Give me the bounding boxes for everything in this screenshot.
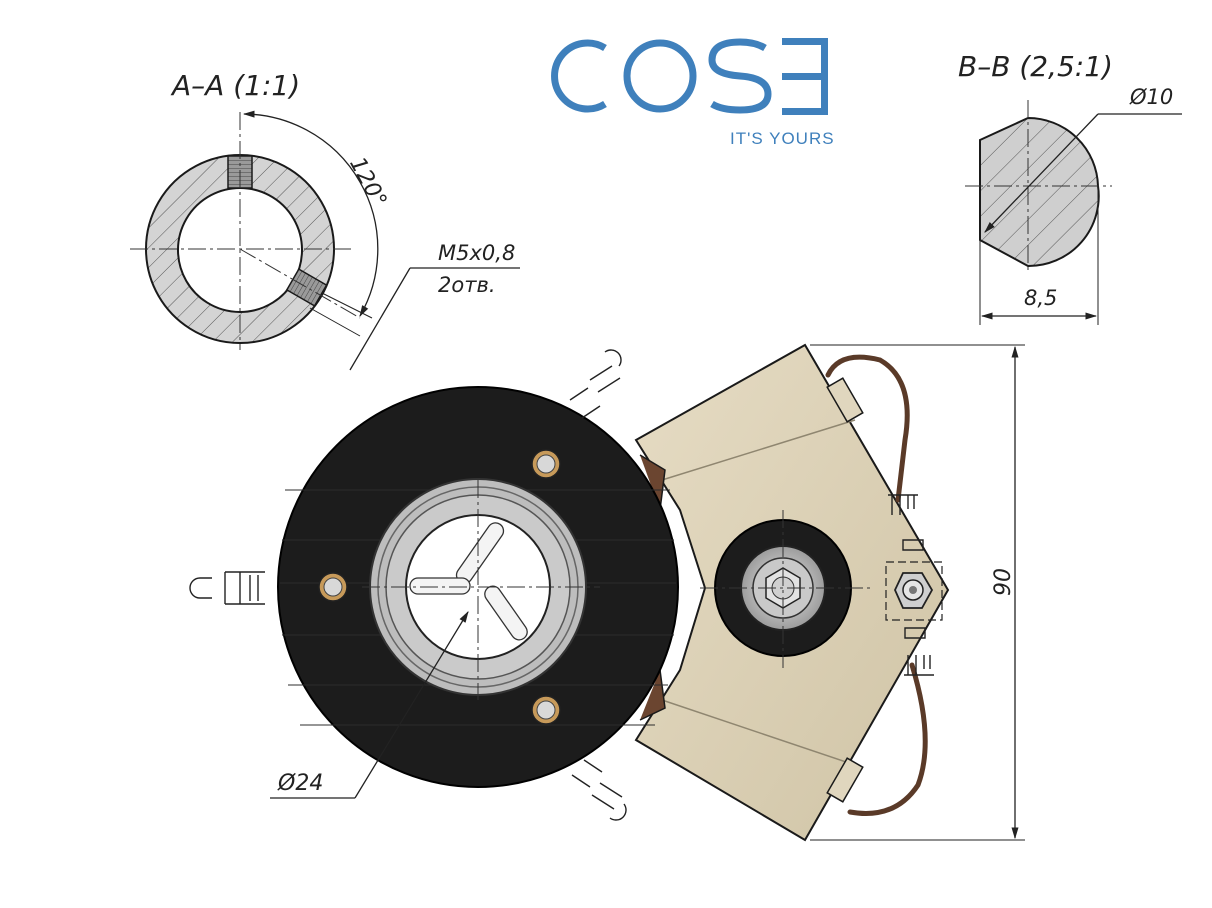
cable-bottom bbox=[847, 662, 928, 816]
logo-letter-s bbox=[708, 38, 772, 114]
section-aa: A–A (1:1) 120° M5x0,8 2отв. bbox=[130, 69, 520, 371]
main-body: Ø24 bbox=[189, 349, 679, 821]
logo-letter-o bbox=[623, 39, 697, 113]
height-dimension: 90 bbox=[810, 344, 1025, 841]
screw-bottom bbox=[531, 695, 561, 725]
main-height-label: 90 bbox=[991, 568, 1016, 596]
section-bb-width-label: 8,5 bbox=[1024, 286, 1057, 310]
section-bb-title: B–B (2,5:1) bbox=[958, 50, 1113, 83]
section-bb-diameter-label: Ø10 bbox=[1129, 85, 1173, 109]
section-aa-angle-label: 120° bbox=[344, 153, 391, 212]
section-bb: B–B (2,5:1) Ø10 8,5 bbox=[958, 50, 1182, 325]
section-bb-shaft bbox=[979, 116, 1100, 268]
logo-letter-c bbox=[551, 39, 607, 113]
section-aa-holes-label: 2отв. bbox=[438, 273, 496, 297]
main-diameter-label: Ø24 bbox=[277, 771, 323, 796]
section-aa-thread-label: M5x0,8 bbox=[438, 241, 515, 265]
cable-top bbox=[825, 354, 910, 503]
cose-logo: IT'S YOURS bbox=[551, 38, 835, 148]
main-view: Ø24 90 bbox=[189, 343, 1025, 842]
screw-left bbox=[318, 572, 348, 602]
section-aa-title: A–A (1:1) bbox=[170, 69, 300, 102]
logo-tagline: IT'S YOURS bbox=[730, 129, 835, 148]
bracket bbox=[634, 343, 950, 842]
logo-letter-e bbox=[782, 38, 828, 115]
screw-top bbox=[531, 449, 561, 479]
